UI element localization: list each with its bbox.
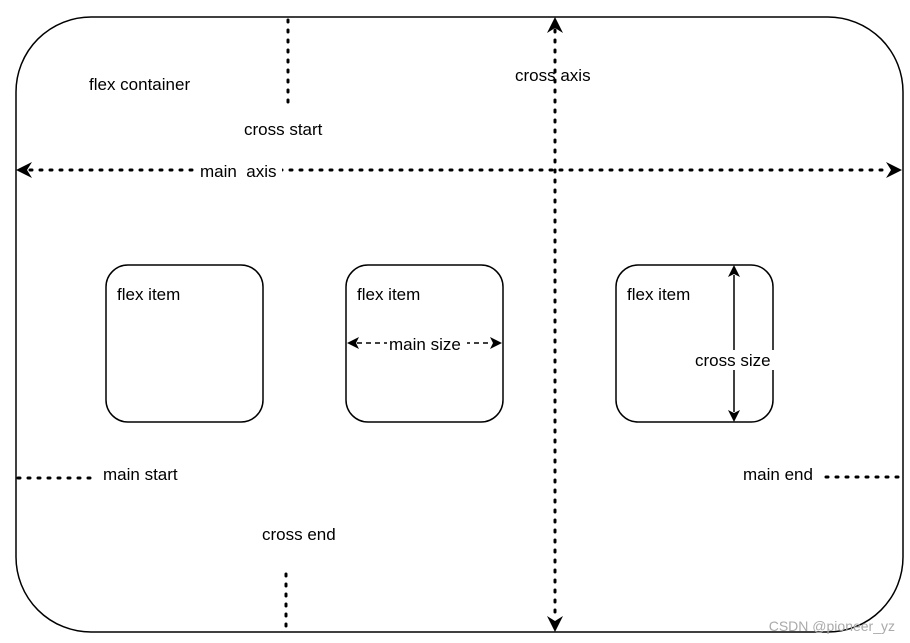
cross-size-label-bg	[694, 350, 776, 370]
main-size-arrow-right	[490, 337, 502, 349]
cross-axis-arrow-bottom	[547, 616, 563, 632]
watermark-text: CSDN @pioneer_yz	[769, 618, 895, 634]
main-axis-arrow-right	[886, 162, 902, 178]
main-start-label: main start	[103, 465, 178, 484]
cross-axis-arrow-top	[547, 17, 563, 33]
main-axis-label: main axis	[200, 162, 277, 181]
flex-item-label-1: flex item	[117, 285, 180, 304]
main-axis-arrow-left	[16, 162, 32, 178]
main-size-arrow-left	[347, 337, 359, 349]
main-size-label-bg	[387, 334, 467, 354]
cross-size-arrow-bottom	[728, 410, 740, 422]
main-end-label: main end	[743, 465, 813, 484]
cross-size-arrow-top	[728, 265, 740, 277]
cross-size-label: cross size	[695, 351, 771, 370]
main-axis-label-bg	[198, 160, 282, 180]
flex-item-label-3: flex item	[627, 285, 690, 304]
flex-container-label: flex container	[89, 75, 190, 94]
flex-item-label-2: flex item	[357, 285, 420, 304]
cross-end-label: cross end	[262, 525, 336, 544]
flex-item-box-1	[105, 264, 264, 423]
main-size-label: main size	[389, 335, 461, 354]
cross-axis-label: cross axis	[515, 66, 591, 85]
cross-start-label: cross start	[244, 120, 323, 139]
